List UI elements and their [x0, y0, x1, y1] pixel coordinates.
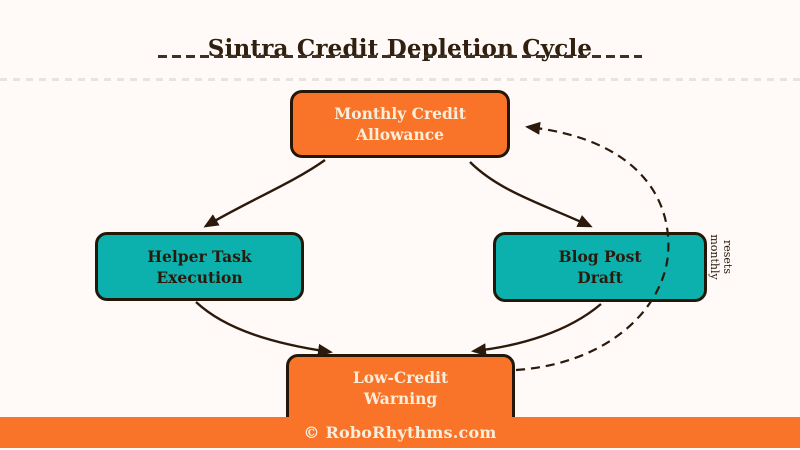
arrow-helper-to-low	[195, 301, 333, 357]
node-label-line: Low-Credit	[352, 368, 449, 387]
node-helper-task-execution: Helper Task Execution	[95, 232, 304, 301]
node-label-line: Allowance	[355, 125, 445, 144]
node-label-line: Blog Post	[558, 247, 642, 266]
arrow-monthly-to-blog	[469, 161, 593, 228]
node-label-line: Execution	[156, 267, 243, 287]
section-divider	[0, 78, 800, 81]
node-label-line: Draft	[577, 268, 623, 287]
edge-label-resets-monthly: resets monthly	[708, 234, 734, 280]
node-low-credit-warning: Low-Credit Warning	[286, 354, 515, 422]
node-monthly-credit-allowance: Monthly Credit Allowance	[290, 90, 510, 158]
title-underline	[158, 55, 642, 58]
page-title: Sintra Credit Depletion Cycle	[207, 35, 593, 63]
arrow-blog-to-low	[471, 303, 602, 357]
node-label-line: Monthly Credit	[334, 104, 466, 123]
node-blog-post-draft: Blog Post Draft	[493, 232, 707, 302]
footer-credit: © RoboRhythms.com	[303, 423, 497, 442]
arrow-monthly-to-helper	[203, 159, 326, 228]
footer-bar: © RoboRhythms.com	[0, 417, 800, 448]
node-label-line: Warning	[363, 389, 438, 408]
node-label-line: Helper Task	[147, 246, 252, 266]
